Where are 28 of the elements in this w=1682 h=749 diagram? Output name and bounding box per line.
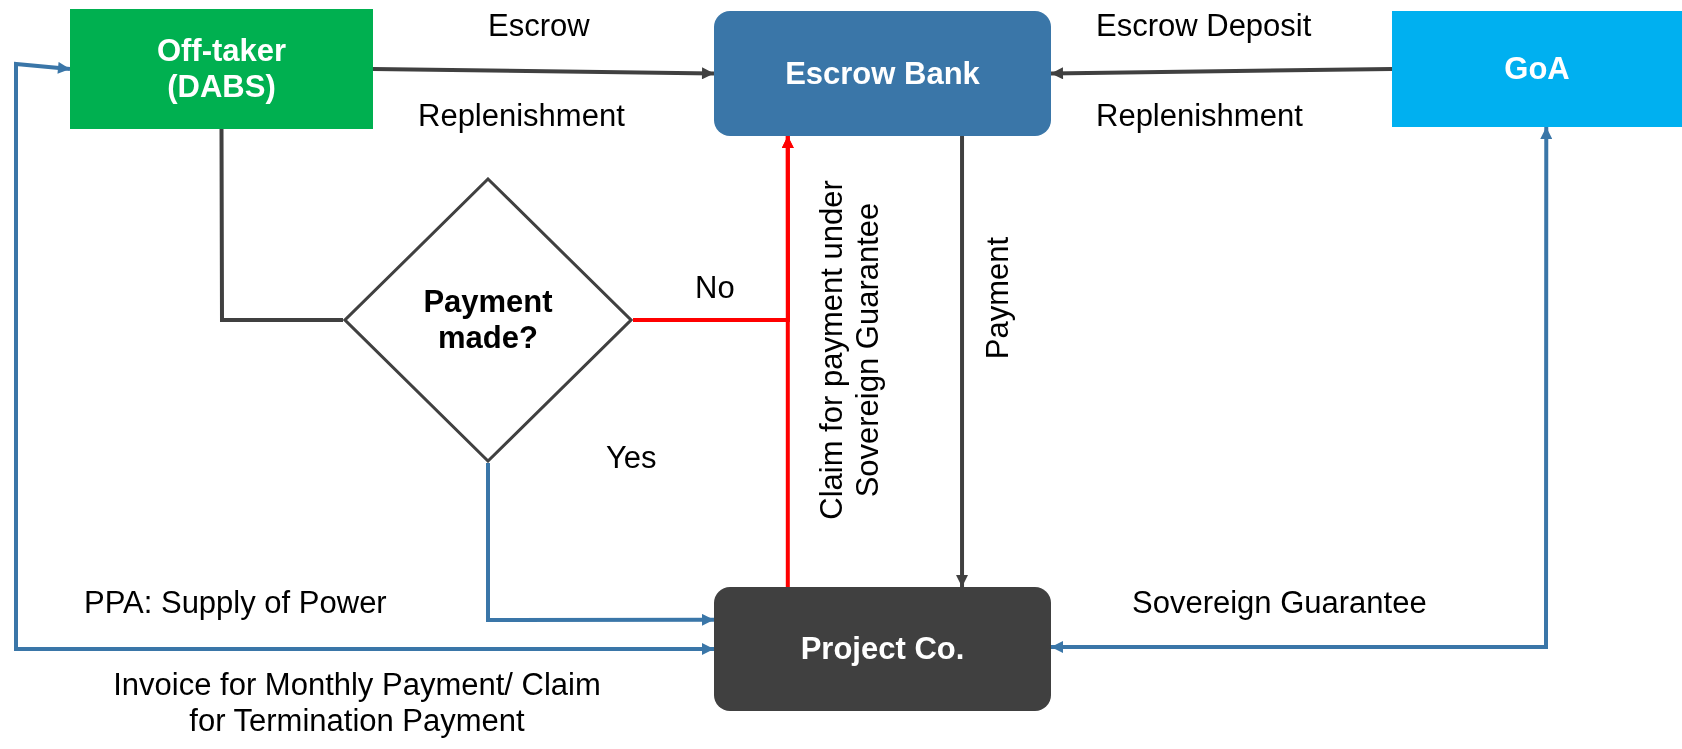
flow-label: Replenishment [418,98,625,134]
edge-label: PPA: Supply of Power [84,585,387,621]
edge-label: Claim for payment under Sovereign Guarantee [814,180,886,520]
node-label: GoA [1504,51,1570,87]
node-label: Escrow Bank [785,55,980,92]
entity-box [1392,11,1682,127]
edge-label: Yes [606,440,657,476]
node-label: Payment made? [422,284,554,356]
entity-box [70,9,373,129]
edge-label: No [695,270,735,306]
edge-label: Payment [980,235,1016,362]
edge-label: Sovereign Guarantee [1132,585,1427,621]
node-label: Off-taker (DABS) [155,33,288,105]
arrow [14,61,714,655]
arrow [372,67,715,80]
entity-box [714,587,1051,711]
connector-line [219,129,343,322]
arrow [1050,67,1393,80]
flow-label: Escrow [488,8,590,44]
arrow [956,136,969,587]
node-label: Project Co. [800,631,965,667]
flow-label: Escrow Deposit [1096,8,1312,44]
entity-box [714,11,1051,136]
arrow [781,136,794,587]
flow-label: Replenishment [1096,98,1303,134]
arrow [486,463,714,626]
arrow [1051,127,1553,653]
flow-label: Invoice for Monthly Payment/ Claim for Termination Payment [112,667,602,739]
